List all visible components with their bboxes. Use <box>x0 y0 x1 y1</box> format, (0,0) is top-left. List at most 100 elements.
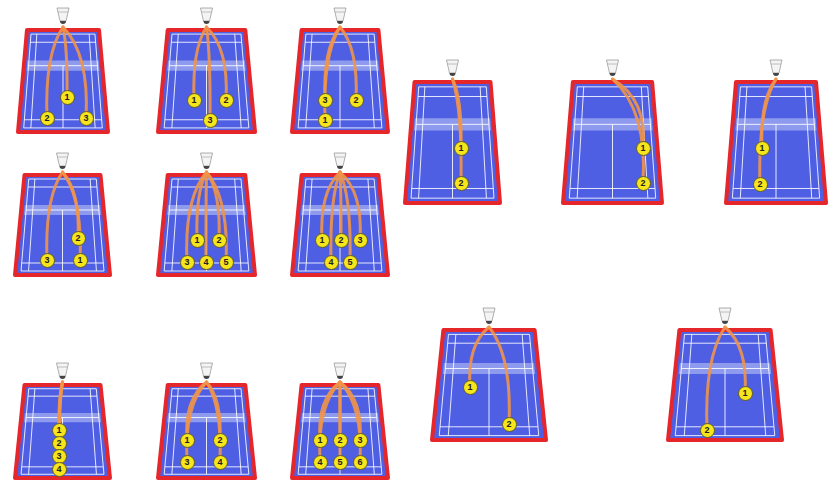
numbered-ball: 1 <box>52 423 67 438</box>
court-line <box>448 334 456 435</box>
court-line <box>480 87 486 198</box>
shuttlecock <box>483 308 495 324</box>
numbered-ball: 2 <box>219 93 234 108</box>
shuttlecock <box>201 8 213 24</box>
court-line <box>90 179 96 271</box>
court-line <box>452 124 453 198</box>
shot-trajectory <box>207 27 211 120</box>
badminton-court <box>18 8 108 132</box>
numbered-ball: 2 <box>213 433 228 448</box>
callout-number: 3 <box>40 253 55 268</box>
numbered-ball: 1 <box>738 386 753 401</box>
court-line <box>758 334 766 435</box>
numbered-ball: 3 <box>180 455 195 470</box>
numbered-ball: 1 <box>454 141 469 156</box>
numbered-ball: 2 <box>700 423 715 438</box>
callout-number: 4 <box>324 255 339 270</box>
callout-number: 2 <box>52 436 67 451</box>
callout-number: 3 <box>180 455 195 470</box>
shuttlecock <box>57 363 69 379</box>
badminton-court <box>432 308 546 440</box>
numbered-ball: 5 <box>343 255 358 270</box>
numbered-ball: 1 <box>636 141 651 156</box>
shot-trajectory <box>725 327 745 393</box>
court-line <box>29 179 35 271</box>
shot-trajectory <box>207 172 227 262</box>
numbered-ball: 1 <box>60 90 75 105</box>
callout-number: 1 <box>52 423 67 438</box>
callout-number: 3 <box>52 449 67 464</box>
court-line <box>684 343 767 344</box>
shot-trajectory <box>613 79 644 183</box>
callout-number: 1 <box>187 93 202 108</box>
callout-number: 2 <box>700 423 715 438</box>
court-surface <box>726 82 826 203</box>
badminton-court <box>292 8 388 132</box>
numbered-ball: 1 <box>318 113 333 128</box>
numbered-ball: 2 <box>52 436 67 451</box>
court-surface <box>405 82 500 203</box>
shot-trajectory <box>204 172 208 262</box>
court-line <box>411 87 494 198</box>
callout-number: 1 <box>755 141 770 156</box>
shot-trajectory <box>470 327 489 387</box>
court-surface <box>15 175 110 275</box>
numbered-ball: 4 <box>199 255 214 270</box>
shot-trajectory <box>340 172 341 240</box>
court-line <box>206 418 207 475</box>
shot-trajectory <box>489 327 509 424</box>
callout-number: 5 <box>333 455 348 470</box>
callout-number: 1 <box>318 113 333 128</box>
callout-number: 2 <box>334 233 349 248</box>
shuttlecock <box>334 363 346 379</box>
callout-number: 1 <box>180 433 195 448</box>
badminton-court <box>292 153 388 275</box>
badminton-court <box>668 308 782 440</box>
callout-number: 2 <box>213 433 228 448</box>
shot-trajectory <box>707 327 725 430</box>
court-line <box>418 96 487 97</box>
shot-trajectory <box>187 382 207 440</box>
shot-trajectory <box>339 382 342 462</box>
callout-number: 3 <box>180 255 195 270</box>
court-line <box>305 42 375 43</box>
court-line <box>776 124 777 198</box>
callout-number: 5 <box>219 255 234 270</box>
badminton-court <box>726 60 826 203</box>
callout-number: 4 <box>199 255 214 270</box>
numbered-ball: 2 <box>71 231 86 246</box>
court-line <box>28 396 97 397</box>
numbered-ball: 3 <box>52 449 67 464</box>
court-line <box>306 179 312 271</box>
numbered-ball: 4 <box>313 455 328 470</box>
callout-number: 3 <box>318 93 333 108</box>
shot-trajectory <box>340 382 360 440</box>
court-line <box>235 179 241 271</box>
callout-number: 1 <box>454 141 469 156</box>
court-line <box>569 87 655 198</box>
badminton-court <box>158 8 255 132</box>
court-line <box>340 66 341 128</box>
shot-trajectory <box>340 27 356 100</box>
court-line <box>28 187 97 188</box>
court-line <box>172 389 178 475</box>
shot-trajectory <box>194 27 207 100</box>
numbered-ball: 1 <box>73 253 88 268</box>
court-line <box>612 124 613 198</box>
callout-number: 2 <box>71 231 86 246</box>
court-surface <box>292 30 388 132</box>
court-line <box>171 42 241 43</box>
court-line <box>368 34 374 128</box>
shot-trajectory <box>63 27 67 97</box>
court-line <box>306 389 312 475</box>
numbered-ball: 3 <box>353 233 368 248</box>
court-line <box>675 334 775 435</box>
callout-number: 2 <box>753 177 768 192</box>
shuttlecock <box>334 8 346 24</box>
court-line <box>419 87 425 198</box>
numbered-ball: 2 <box>349 93 364 108</box>
shot-trajectory <box>47 172 63 260</box>
court-line <box>29 389 35 475</box>
